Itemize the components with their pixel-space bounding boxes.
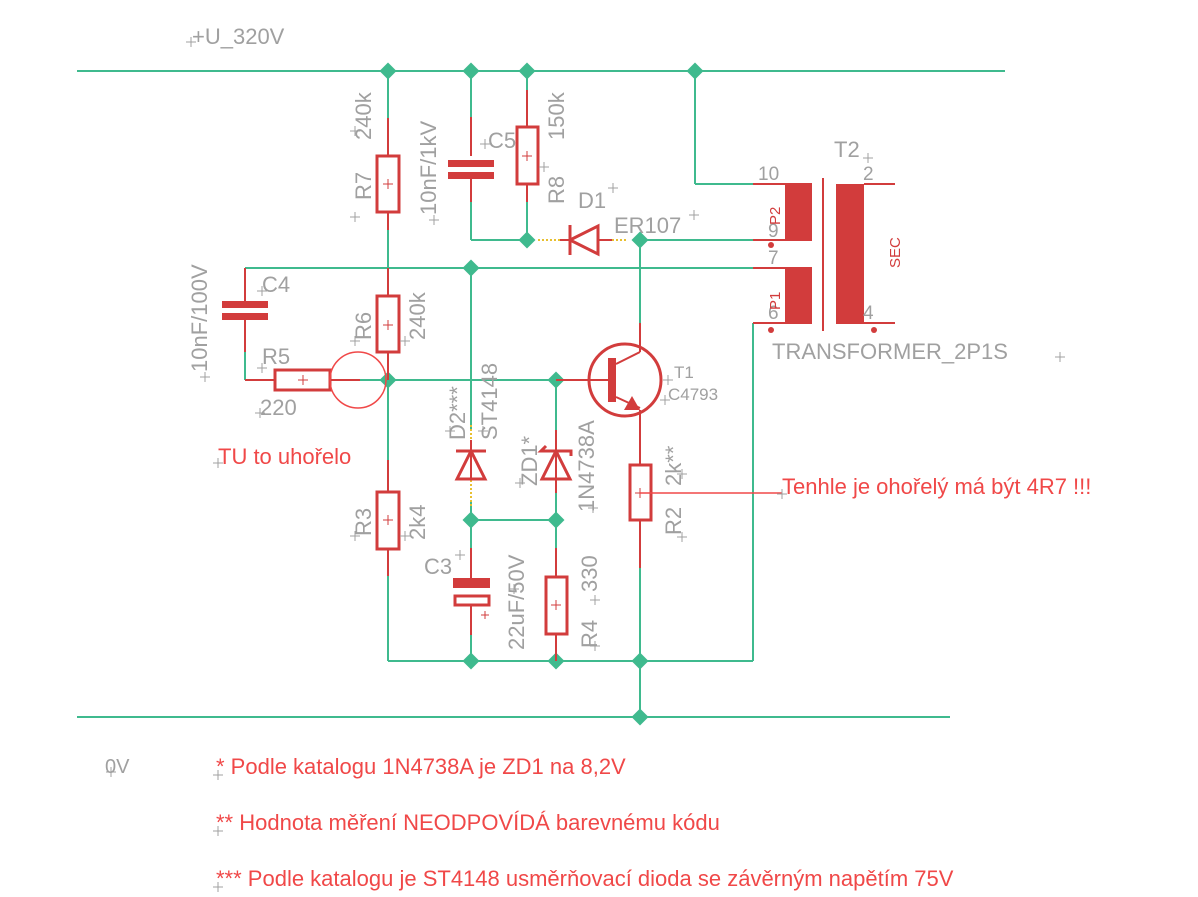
polarity-dot <box>768 327 774 333</box>
t1-name: T1 <box>674 363 694 382</box>
r8-value: 150k <box>544 91 569 140</box>
resistor-r4[interactable]: R4 330 <box>544 548 602 661</box>
r6-value: 240k <box>405 291 430 340</box>
transistor-base-bar <box>608 358 616 402</box>
c4-name: C4 <box>262 272 290 297</box>
c3-name: C3 <box>424 554 452 579</box>
junction-dot <box>547 511 565 529</box>
t2-winding-sec: SEC <box>887 237 904 268</box>
diode-triangle <box>454 447 488 481</box>
c5-name: C5 <box>488 128 516 153</box>
capacitor-c4[interactable]: C4 10nF/100V <box>187 264 290 372</box>
d1-value: ER107 <box>614 213 681 238</box>
zd1-value: 1N4738A <box>574 420 599 512</box>
r2-value: 2k** <box>661 445 686 486</box>
r4-value: 330 <box>577 555 602 592</box>
resistor-r2[interactable]: R2 2k** <box>628 445 686 568</box>
ground-net-label: 0V <box>105 756 130 778</box>
capacitor-plate <box>222 301 268 308</box>
junction-dot <box>631 652 649 670</box>
r3-value: 2k4 <box>405 505 430 540</box>
resistor-body <box>375 154 401 214</box>
junction-dot <box>462 259 480 277</box>
t2-pin-4: 4 <box>863 303 874 324</box>
t2-pin-10: 10 <box>758 164 779 185</box>
winding-p1 <box>785 268 812 324</box>
diode-d2[interactable]: D2*** ST4148 <box>445 363 502 508</box>
diode-triangle <box>539 447 573 481</box>
r2-note: Tenhle je ohořelý má být 4R7 !!! <box>782 474 1091 499</box>
r6-name: R6 <box>351 312 376 340</box>
c4-value: 10nF/100V <box>187 264 212 372</box>
resistor-body <box>375 294 401 354</box>
footnote-3: *** Podle katalogu je ST4148 usměrňovací… <box>216 866 954 891</box>
junction-dot <box>462 652 480 670</box>
d1-name: D1 <box>578 188 606 213</box>
t2-pin-6: 6 <box>768 303 779 324</box>
capacitor-plate-polarized <box>453 594 491 607</box>
origin-crosses <box>106 37 1065 892</box>
junction-dot <box>462 62 480 80</box>
junction-dot <box>379 62 397 80</box>
r7-name: R7 <box>351 172 376 200</box>
t2-pin-9: 9 <box>768 221 779 242</box>
footnote-2: ** Hodnota měření NEODPOVÍDÁ barevnému k… <box>216 810 720 835</box>
winding-sec <box>836 184 864 324</box>
junction-dot <box>631 231 649 249</box>
capacitor-plate <box>448 172 494 179</box>
transistor-t1[interactable]: T1 C4793 <box>556 323 718 463</box>
t2-pin-7: 7 <box>768 248 779 269</box>
t1-value: C4793 <box>668 385 718 404</box>
t2-winding-p1: P1 <box>767 292 784 310</box>
d2-value: ST4148 <box>477 363 502 440</box>
t2-name: T2 <box>834 137 860 162</box>
winding-p2 <box>785 184 812 241</box>
capacitor-plate <box>222 313 268 320</box>
capacitor-c5[interactable]: 10nF/1kV C5 <box>416 117 516 215</box>
capacitor-plate <box>453 578 490 588</box>
burned-marker-circle <box>329 351 387 409</box>
diode-triangle <box>566 223 600 257</box>
zener-zd1[interactable]: ZD1* 1N4738A <box>517 420 599 512</box>
resistor-r3[interactable]: R3 2k4 <box>351 460 430 576</box>
resistor-r5[interactable]: R5 220 <box>245 344 360 420</box>
footnote-1: * Podle katalogu 1N4738A je ZD1 na 8,2V <box>216 754 626 779</box>
junction-dot <box>686 62 704 80</box>
resistor-body <box>375 490 401 551</box>
junction-dot <box>518 62 536 80</box>
resistor-r7[interactable]: R7 240k <box>351 91 401 230</box>
c5-value: 10nF/1kV <box>416 121 441 215</box>
burned-area-note: TU to uhořelo <box>218 444 351 469</box>
polarity-dot <box>768 242 774 248</box>
r5-name: R5 <box>262 344 290 369</box>
r8-name: R8 <box>544 176 569 204</box>
c3-value: 22uF/50V <box>504 554 529 650</box>
t2-value: TRANSFORMER_2P1S <box>772 339 1008 364</box>
capacitor-plate <box>448 160 494 167</box>
r5-value: 220 <box>260 395 297 420</box>
emitter-arrow <box>624 396 640 410</box>
zd1-name: ZD1* <box>517 435 542 486</box>
wires <box>77 70 1005 718</box>
polarity-dot <box>871 327 877 333</box>
junction-dot <box>518 231 536 249</box>
d2-name: D2*** <box>445 386 470 440</box>
resistor-body <box>544 575 569 636</box>
diode-d1[interactable]: D1 ER107 <box>538 188 681 257</box>
resistor-r8[interactable]: R8 150k <box>515 90 569 204</box>
t2-winding-p2: P2 <box>767 207 784 225</box>
junction-dot <box>462 511 480 529</box>
junction-dot <box>631 708 649 726</box>
supply-net-label: +U_320V <box>192 24 285 49</box>
r2-name: R2 <box>661 507 686 535</box>
resistor-r6[interactable]: R6 240k <box>351 268 430 380</box>
junctions <box>379 62 704 726</box>
r4-name: R4 <box>577 620 602 648</box>
t2-pin-2: 2 <box>863 164 874 185</box>
capacitor-c3[interactable]: C3 22uF/50V <box>424 548 529 650</box>
resistor-body <box>515 125 540 186</box>
transformer-t2[interactable]: 10 9 7 6 2 4 P2 P1 SEC T2 TRANSFORMER_2P… <box>753 137 1008 364</box>
